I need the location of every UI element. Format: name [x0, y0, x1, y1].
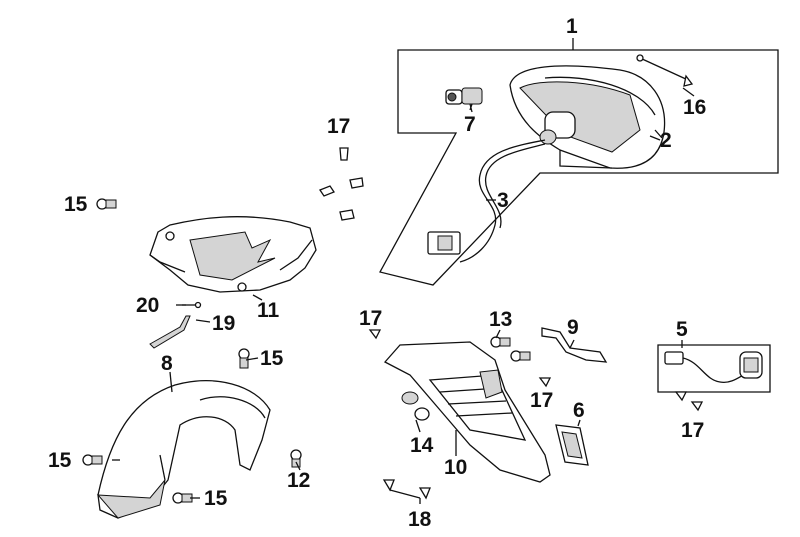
callout-3: 3 — [497, 189, 509, 212]
callout-1: 1 — [566, 15, 578, 38]
reflector-6 — [555, 424, 589, 466]
callout-17-top: 17 — [327, 115, 350, 138]
callout-12: 12 — [287, 469, 310, 492]
callout-6: 6 — [573, 399, 585, 422]
fasteners — [82, 147, 704, 504]
plate-bracket-9 — [541, 327, 608, 363]
callout-2: 2 — [660, 129, 672, 152]
assembly-1-outline — [379, 49, 779, 286]
license-light-5 — [657, 344, 771, 393]
callout-15-bottom: 15 — [204, 487, 228, 510]
callout-17-middle: 17 — [359, 307, 382, 330]
drain-tube-19 — [149, 315, 191, 349]
callout-20: 20 — [136, 294, 159, 317]
callout-13: 13 — [489, 308, 512, 331]
callout-19: 19 — [212, 312, 235, 335]
callout-10: 10 — [444, 456, 467, 479]
callout-11: 11 — [257, 299, 280, 322]
lamp-screw-16 — [636, 54, 694, 87]
callout-16: 16 — [683, 96, 706, 119]
license-plate-bracket-cover — [383, 341, 551, 483]
callout-5: 5 — [676, 318, 688, 341]
callout-15-lower-left: 15 — [48, 449, 72, 472]
rear-fender — [96, 380, 271, 519]
callout-17-right: 17 — [681, 419, 704, 442]
inner-rear-fender — [149, 216, 317, 293]
leader-lines — [112, 87, 695, 504]
callout-17-right-middle: 17 — [530, 389, 553, 412]
lamp-wiring-harness — [427, 111, 576, 263]
callout-14: 14 — [410, 434, 434, 457]
bulb-socket — [445, 87, 483, 113]
tail-lamp-housing — [509, 65, 666, 169]
callout-8: 8 — [161, 352, 173, 375]
callout-15-left: 15 — [64, 193, 88, 216]
callout-9: 9 — [567, 316, 579, 339]
callout-15-middle: 15 — [260, 347, 284, 370]
callout-18: 18 — [408, 508, 432, 531]
callout-7: 7 — [464, 113, 476, 136]
grommet-14 — [401, 391, 430, 421]
